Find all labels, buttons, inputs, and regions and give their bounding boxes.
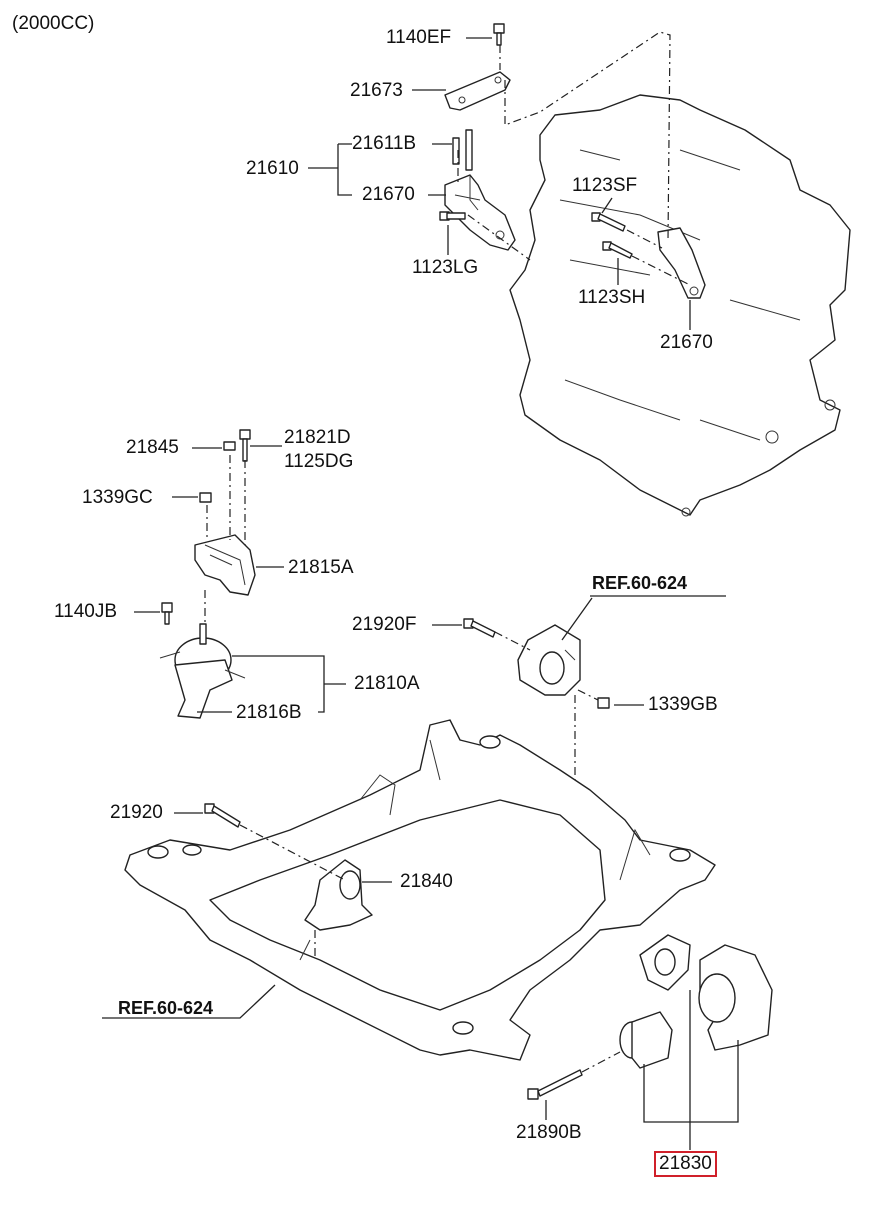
nut-21845 <box>223 441 236 451</box>
callout-21610[interactable]: 21610 <box>246 158 299 179</box>
callout-1123LG[interactable]: 1123LG <box>412 257 479 278</box>
callout-1123SF[interactable]: 1123SF <box>572 175 638 196</box>
front-mount-bracket <box>698 944 773 1051</box>
callout-21815A[interactable]: 21815A <box>288 557 354 578</box>
nut-1339GB <box>597 697 610 709</box>
callout-21673[interactable]: 21673 <box>350 80 403 101</box>
ref-mount-housing <box>517 624 581 696</box>
callout-21816B[interactable]: 21816B <box>236 702 302 723</box>
nut-1339GC <box>199 492 212 503</box>
upper-mount-bracket <box>444 71 516 251</box>
callout-21810A[interactable]: 21810A <box>354 673 420 694</box>
callout-ref-lower[interactable]: REF.60-624 <box>118 998 214 1018</box>
callout-21920[interactable]: 21920 <box>110 802 163 823</box>
callout-21830-highlighted[interactable]: 21830 <box>654 1151 717 1177</box>
front-mount-bushing <box>619 1011 673 1069</box>
callout-21890B[interactable]: 21890B <box>516 1122 582 1143</box>
bolt-21920F <box>463 618 496 638</box>
callout-1125DG[interactable]: 1125DG <box>284 451 354 472</box>
bolt-21890B <box>527 1069 583 1100</box>
callout-21611B[interactable]: 21611B <box>352 133 417 154</box>
bolt-1123SH <box>602 241 633 259</box>
engine-side-bracket-21670 <box>657 227 706 299</box>
front-mount-insulator <box>639 934 691 991</box>
callout-21670-lower[interactable]: 21670 <box>660 332 713 353</box>
transmission-mount-21810A <box>159 623 246 719</box>
engine-block <box>509 94 851 517</box>
rear-mount-21840 <box>304 859 373 931</box>
callout-1339GB[interactable]: 1339GB <box>648 694 718 715</box>
callout-21670-upper[interactable]: 21670 <box>362 184 415 205</box>
bolt-21920 <box>204 803 241 828</box>
callout-1140JB[interactable]: 1140JB <box>54 601 118 622</box>
leader-lines <box>102 37 739 1150</box>
callout-21845[interactable]: 21845 <box>126 437 179 458</box>
callout-21920F[interactable]: 21920F <box>352 614 417 635</box>
callout-ref-upper[interactable]: REF.60-624 <box>592 573 688 593</box>
bolt-1140EF <box>493 23 505 46</box>
subframe-crossmember <box>124 719 716 1061</box>
bolt-1140JB <box>161 602 173 625</box>
bolt-1123LG <box>439 211 466 221</box>
callout-1140EF[interactable]: 1140EF <box>386 27 452 48</box>
callout-21821D[interactable]: 21821D <box>284 427 351 448</box>
callout-21840[interactable]: 21840 <box>400 871 453 892</box>
bolt-1123SF <box>591 212 626 232</box>
callout-1339GC[interactable]: 1339GC <box>82 487 153 508</box>
variant-label: (2000CC) <box>12 13 95 34</box>
bolt-21821D <box>239 429 251 462</box>
callout-1123SH[interactable]: 1123SH <box>578 287 646 308</box>
transmission-mount-bracket-21815A <box>194 534 256 596</box>
